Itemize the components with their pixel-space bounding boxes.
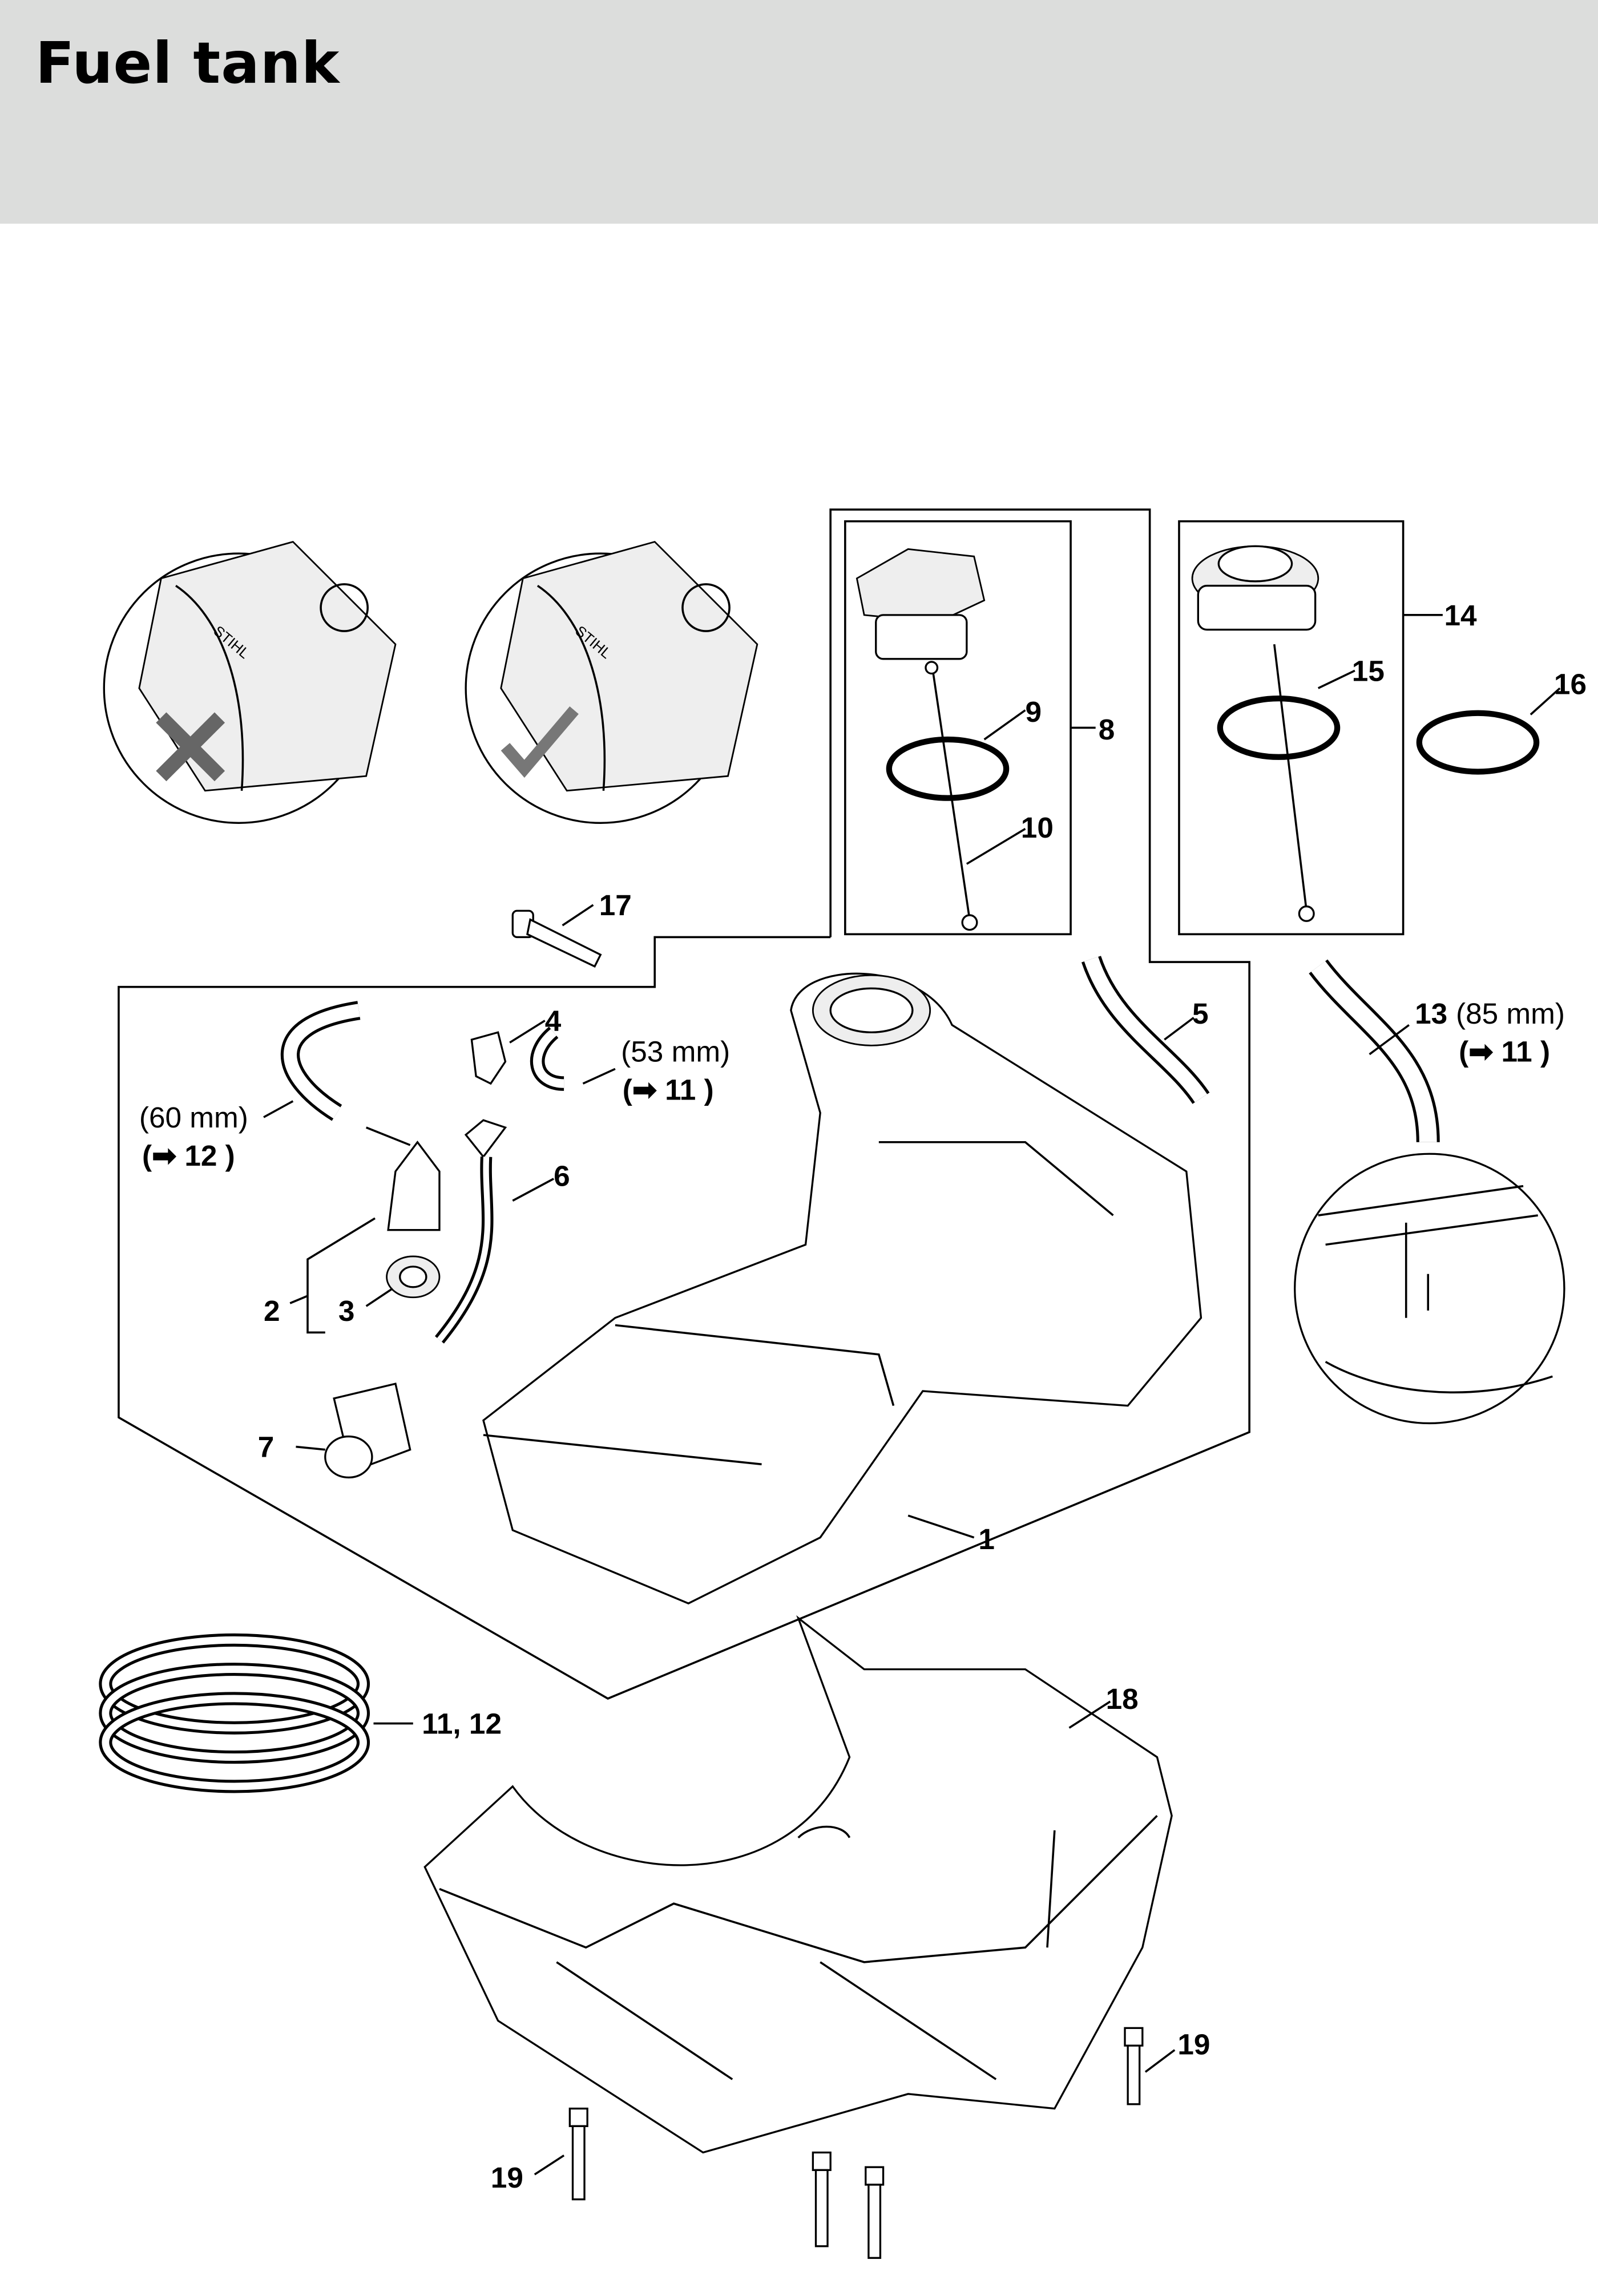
- screw-19: [568, 2107, 588, 2201]
- callout-6: 6: [554, 1160, 570, 1193]
- header-band: Fuel tank: [0, 0, 1598, 224]
- cap-box-14: [1178, 520, 1405, 936]
- hose-13-length: (85 mm): [1456, 997, 1565, 1030]
- callout-1: 1: [978, 1523, 995, 1555]
- cross-icon: [156, 712, 225, 782]
- elbow-4: [470, 1031, 507, 1085]
- callout-4: 4: [545, 1005, 562, 1037]
- callout-2: 2: [264, 1295, 280, 1327]
- page-title: Fuel tank: [35, 30, 340, 96]
- screw-19: [865, 2166, 885, 2259]
- o-ring-15: [1217, 696, 1341, 760]
- callout-16: 16: [1554, 668, 1587, 700]
- screw-19: [1124, 2027, 1144, 2105]
- callout-9: 9: [1025, 696, 1042, 728]
- tank-housing-18: [423, 1615, 1173, 2154]
- inset-correct-usage: STIHL: [465, 540, 758, 824]
- inset-wrong-usage: STIHL: [103, 540, 397, 824]
- tank-cap-8: [856, 548, 1010, 931]
- hose-13-ref: (➡ 11 ): [1459, 1036, 1550, 1068]
- callout-11-12: 11, 12: [422, 1708, 502, 1740]
- callout-17: 17: [599, 889, 632, 921]
- pickup-body-7: [324, 1383, 411, 1479]
- callout-19: 19: [491, 2161, 523, 2194]
- tank-cap-14: [1191, 545, 1341, 922]
- callout-13: 13: [1415, 997, 1447, 1030]
- hose-coil-11-12: [99, 1633, 370, 1793]
- inset-hose-detail: [1294, 1153, 1565, 1425]
- fuel-line-6: [435, 1119, 507, 1344]
- assembly-frame: [118, 508, 1250, 1700]
- valve-2: [365, 1126, 441, 1231]
- callout-15: 15: [1352, 654, 1385, 687]
- hose-60-ref: (➡ 12 ): [142, 1139, 235, 1172]
- callout-10: 10: [1021, 811, 1054, 844]
- hose-60-length: (60 mm): [139, 1101, 248, 1134]
- leader-lines: [263, 614, 1561, 2176]
- o-ring-9: [886, 736, 1010, 801]
- hose-53-ref: (➡ 11 ): [623, 1073, 714, 1106]
- callout-3: 3: [338, 1295, 355, 1327]
- callout-7: 7: [258, 1430, 275, 1463]
- callout-8: 8: [1099, 713, 1115, 746]
- fuel-tank-1: [482, 972, 1202, 1604]
- callout-14: 14: [1444, 599, 1477, 632]
- screw-19: [812, 2151, 832, 2248]
- callout-18: 18: [1106, 1683, 1139, 1715]
- grommet-3: [386, 1255, 441, 1299]
- check-icon: [501, 706, 579, 778]
- hose-53-length: (53 mm): [621, 1036, 730, 1068]
- callout-19: 19: [1177, 2028, 1210, 2061]
- screw-17: [511, 909, 602, 968]
- callout-5: 5: [1192, 997, 1209, 1030]
- o-ring-16: [1416, 710, 1540, 775]
